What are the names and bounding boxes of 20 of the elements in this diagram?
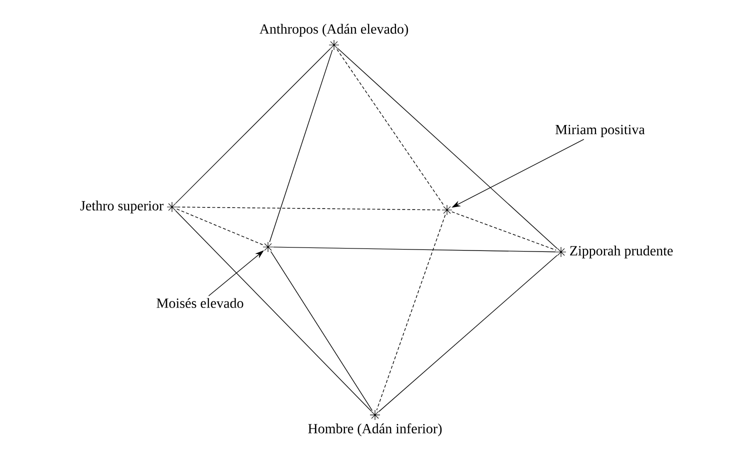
star-vertex bbox=[442, 205, 452, 215]
solid-line bbox=[272, 246, 556, 252]
star-vertex bbox=[263, 242, 273, 252]
labeled-vertex: Hombre (Adán inferior) bbox=[308, 410, 442, 436]
labeled-vertex: Zipporah prudente bbox=[556, 246, 673, 258]
solid-line bbox=[175, 210, 372, 412]
labeled-vertex: Anthropos (Adán elevado) bbox=[260, 24, 408, 50]
solid-line bbox=[378, 255, 558, 412]
solid-line bbox=[175, 48, 331, 204]
dashed-line bbox=[176, 206, 442, 210]
solid-line bbox=[270, 251, 373, 411]
dashed-line bbox=[452, 211, 556, 251]
solid-line bbox=[338, 48, 558, 249]
callout-label: Moisés elevado bbox=[156, 298, 244, 308]
callout-label: Miriam positiva bbox=[556, 124, 645, 138]
labeled-vertex: Jethro superior bbox=[80, 200, 177, 214]
dashed-line bbox=[376, 214, 446, 410]
dashed-line bbox=[336, 48, 444, 206]
dashed-line bbox=[176, 208, 264, 246]
solid-line bbox=[269, 50, 333, 242]
